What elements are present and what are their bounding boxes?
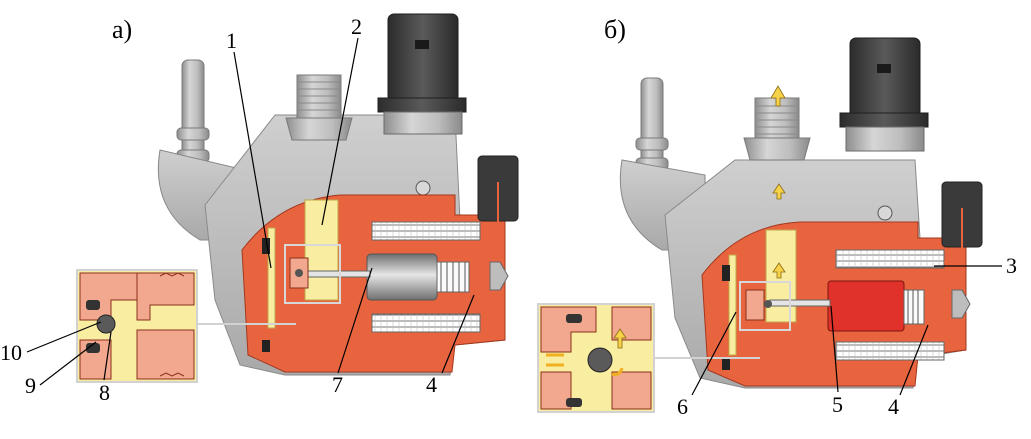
fuel-channel-b [728, 254, 737, 356]
coil-lower-b [835, 341, 945, 361]
enlarged-detail-a [76, 269, 296, 383]
panel-b-drawing [537, 37, 983, 413]
panel-a-drawing [76, 13, 519, 383]
callout-1: 1 [226, 28, 237, 53]
fuel-channel-a [267, 227, 276, 329]
leader-2 [321, 37, 359, 226]
arrow-up-icon [772, 183, 786, 200]
leader-8 [103, 331, 112, 381]
leader-9 [39, 341, 97, 386]
arrow-up-icon [613, 328, 627, 349]
valve-stem-b [769, 299, 831, 307]
panel-label-a: а) [112, 15, 132, 44]
leader-7 [337, 267, 373, 374]
leader-5 [830, 305, 839, 393]
callout-4b: 4 [888, 394, 899, 419]
leader-6 [691, 311, 737, 396]
callout-8: 8 [99, 380, 110, 405]
leader-4a [441, 294, 475, 374]
callout-4a: 4 [426, 372, 437, 397]
arrow-up-icon [772, 262, 786, 279]
leader-4b [899, 324, 929, 396]
callout-7: 7 [332, 372, 343, 397]
callout-9: 9 [25, 373, 36, 398]
terminal-b [941, 181, 983, 263]
coil-lower-a [371, 313, 481, 333]
armature-a [366, 253, 438, 301]
panel-label-b: б) [604, 15, 626, 44]
coil-upper-b [835, 249, 945, 269]
leader-lines [26, 37, 1002, 396]
terminal-a [477, 155, 519, 231]
screw-b [877, 205, 893, 221]
connector-a [377, 13, 467, 135]
leader-1 [233, 51, 272, 269]
outlet-fitting-b [743, 97, 811, 161]
callout-5: 5 [832, 392, 843, 417]
detail-frame-b [739, 281, 791, 331]
spring-b [903, 289, 925, 325]
callout-10: 10 [0, 340, 22, 365]
armature-b [827, 280, 905, 332]
arrow-up-icon [770, 85, 786, 107]
enlarged-detail-b [537, 303, 760, 413]
fuel-chamber-a [304, 199, 339, 301]
coil-upper-a [371, 221, 481, 241]
leader-10 [26, 321, 102, 353]
screw-a [415, 180, 431, 196]
callout-2: 2 [351, 14, 362, 39]
callout-6: 6 [677, 394, 688, 419]
outlet-fitting-a [285, 74, 353, 141]
detail-frame-a [284, 244, 341, 304]
callout-3: 3 [1006, 253, 1017, 278]
connector-b [839, 37, 929, 152]
